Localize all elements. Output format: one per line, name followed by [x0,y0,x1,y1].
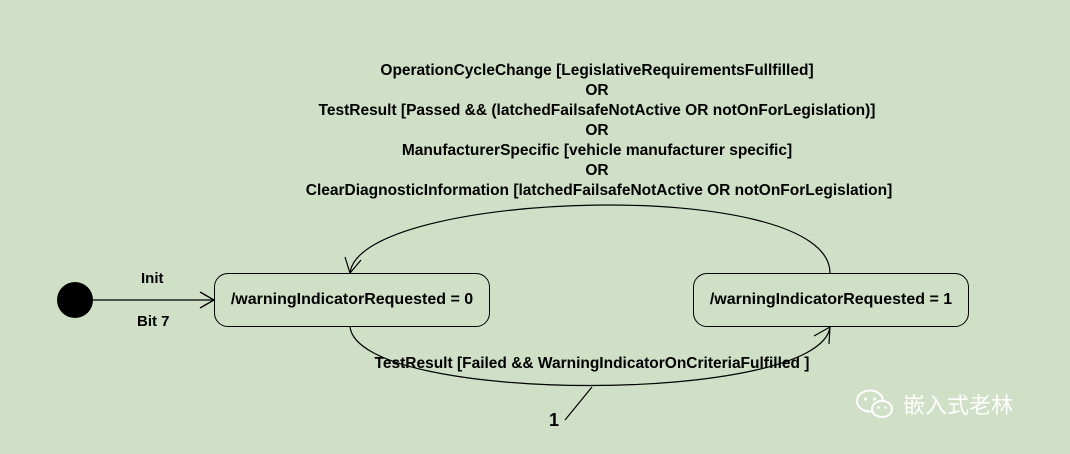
state-indicator-on: /warningIndicatorRequested = 1 [693,273,969,327]
reset-condition-clear-dtc: ClearDiagnosticInformation [latchedFails… [305,182,893,199]
set-transition-arrowhead [813,325,831,345]
set-value-leader-line [564,386,593,421]
reset-condition-operation-cycle: OperationCycleChange [LegislativeRequire… [380,62,814,79]
state-indicator-off-label: /warningIndicatorRequested = 0 [230,291,474,308]
reset-condition-or-1: OR [585,82,609,99]
set-condition-label: TestResult [Failed && WarningIndicatorOn… [374,355,810,372]
initial-state-dot [57,282,93,318]
watermark-text: 嵌入式老林 [903,394,1014,419]
state-indicator-off: /warningIndicatorRequested = 0 [214,273,490,327]
reset-condition-or-2: OR [585,122,609,139]
set-transition-arc [349,326,831,387]
reset-transition-arc [349,204,831,274]
wechat-icon [856,389,893,418]
reset-condition-manufacturer: ManufacturerSpecific [vehicle manufactur… [401,142,793,159]
watermark: 嵌入式老林 [855,388,1013,420]
init-label: Init [141,270,164,287]
reset-condition-test-result: TestResult [Passed && (latchedFailsafeNo… [318,102,876,119]
reset-condition-or-3: OR [585,162,609,179]
set-value-label: 1 [549,410,560,430]
state-indicator-on-label: /warningIndicatorRequested = 1 [709,291,953,308]
bit-label: Bit 7 [137,313,170,330]
